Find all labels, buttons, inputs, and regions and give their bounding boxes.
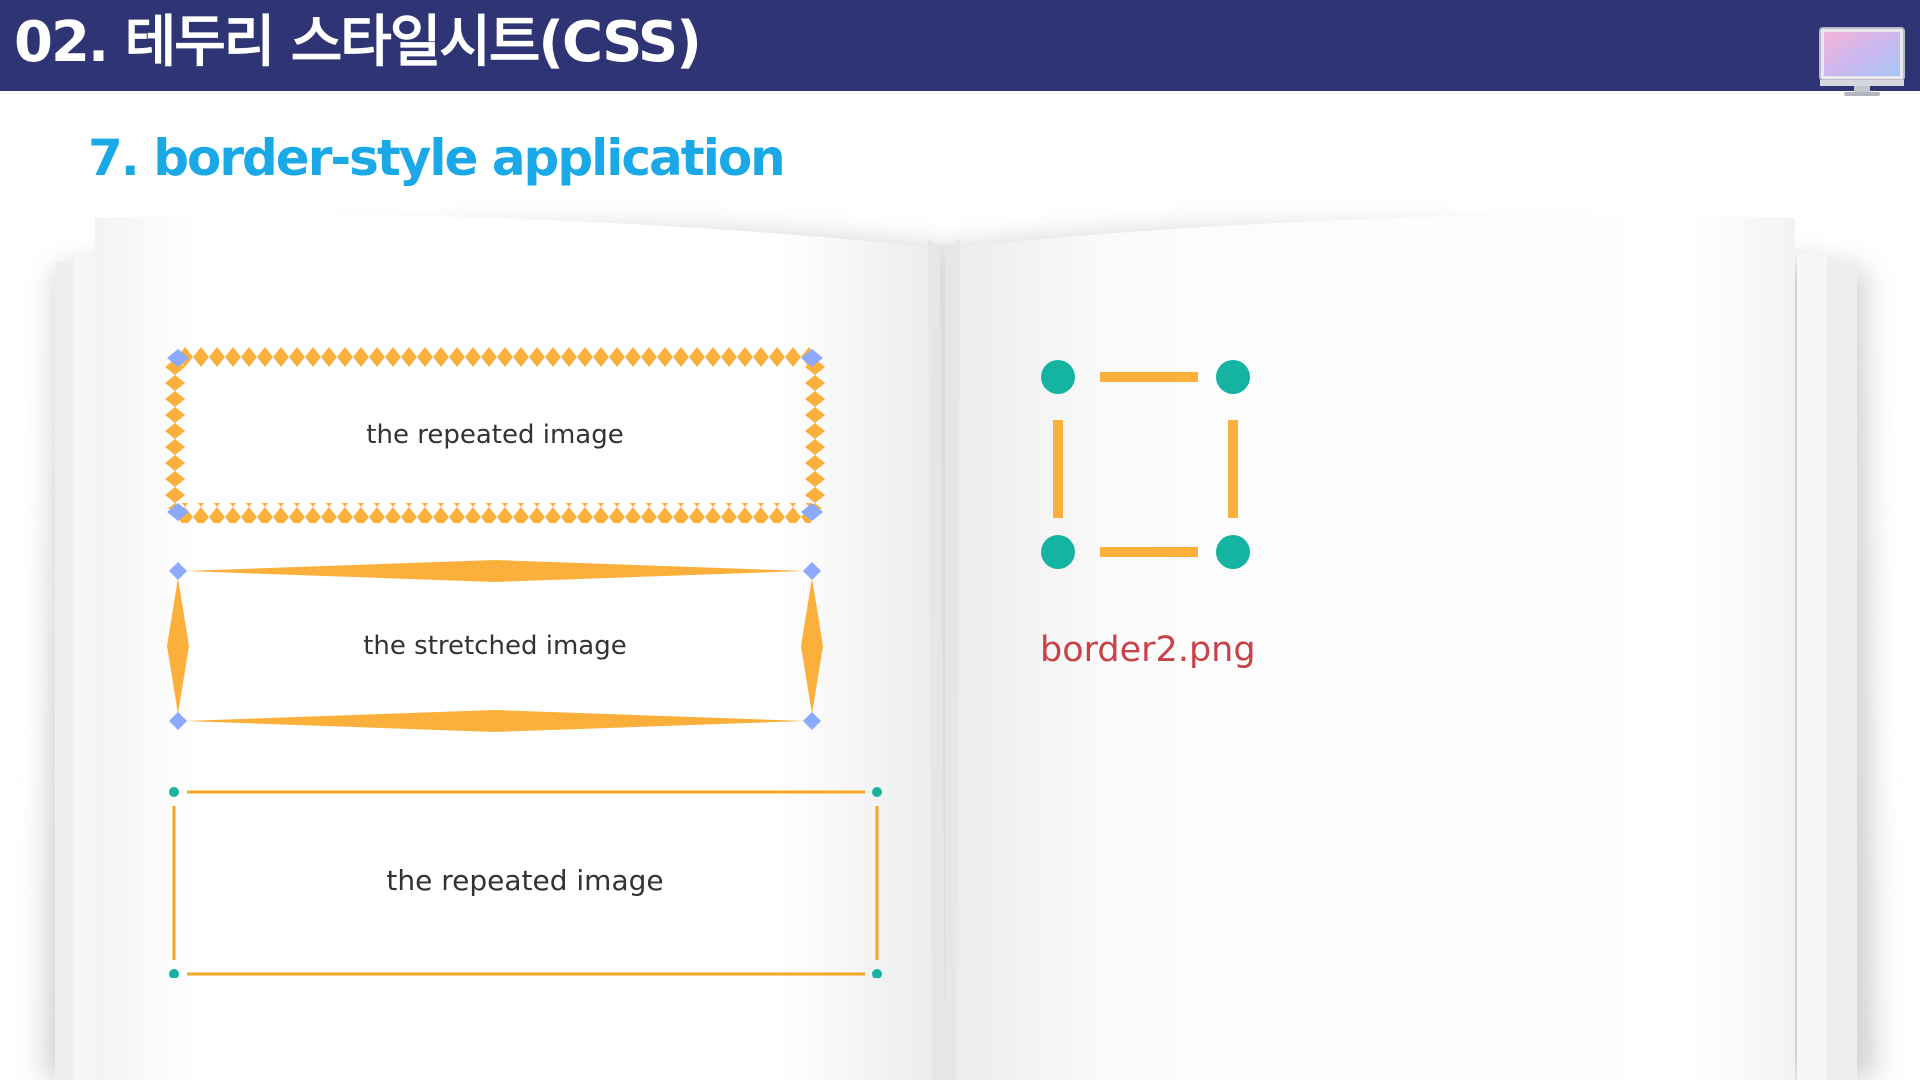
open-book-illustration [45, 214, 1875, 1080]
border-source-image [1041, 360, 1250, 569]
demo-label: the stretched image [363, 631, 627, 661]
page-title: 02. 테두리 스타일시트(CSS) [14, 10, 702, 75]
demo-label: the repeated image [386, 864, 664, 897]
thin-repeated-border-demo: the repeated image [165, 782, 885, 978]
source-filename: border2.png [1040, 630, 1256, 670]
repeated-diamond-border [165, 347, 825, 523]
header-bar: 02. 테두리 스타일시트(CSS) [0, 0, 1920, 96]
monitor-icon [1819, 27, 1905, 96]
stretched-diamond-border [167, 560, 823, 732]
repeated-border-demo: the repeated image [165, 347, 825, 523]
section-title: 7. border-style application [88, 129, 786, 187]
stretched-border-demo: the stretched image [165, 558, 825, 734]
demo-label: the repeated image [366, 420, 624, 450]
thin-line-border [169, 787, 882, 978]
